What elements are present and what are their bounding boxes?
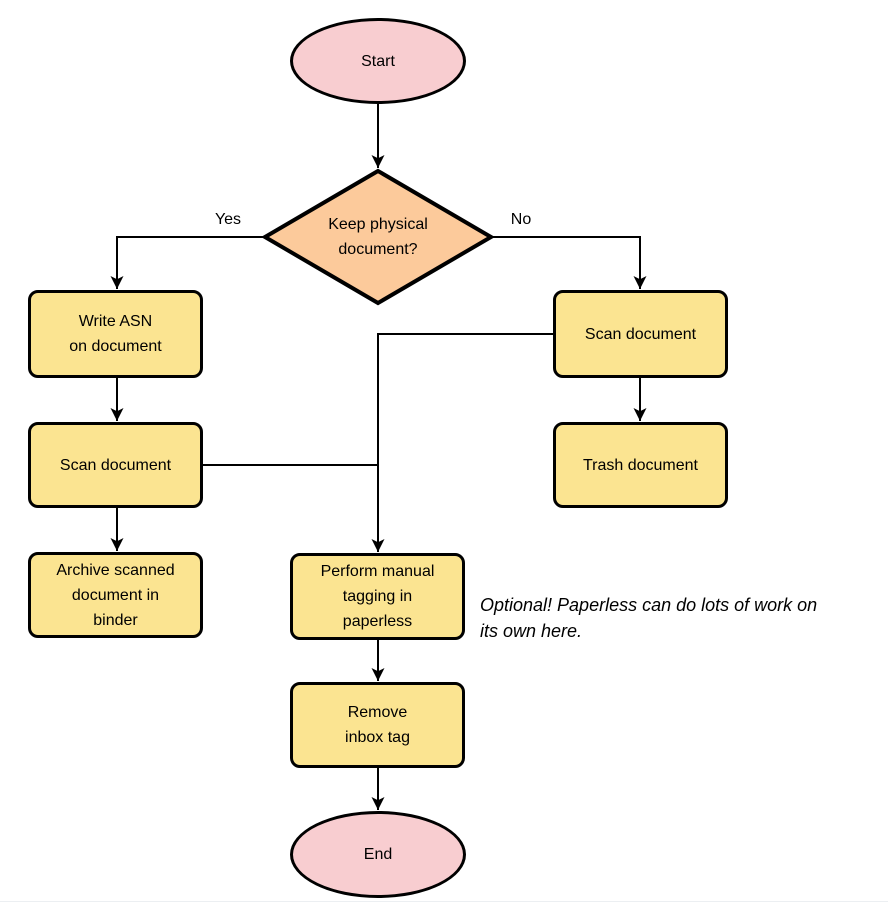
decision-line-2: document? (338, 241, 418, 258)
node-scan-right-label: Scan document (584, 325, 697, 343)
node-end: End (290, 811, 466, 898)
write-asn-line-1: Write ASN (78, 313, 153, 330)
node-start-label: Start (361, 52, 395, 70)
node-tagging: Perform manual tagging in paperless (290, 553, 465, 640)
decision-line-1: Keep physical (328, 216, 428, 233)
node-decision-label: Keep physical document? (278, 204, 478, 270)
edge-label-no: No (510, 211, 532, 228)
tagging-line-3: paperless (342, 613, 413, 630)
node-trash: Trash document (553, 422, 728, 508)
node-write-asn-label: Write ASN on document (69, 309, 162, 359)
node-trash-label: Trash document (582, 456, 698, 474)
page-bottom-divider (0, 901, 888, 902)
write-asn-line-2: on document (69, 338, 162, 355)
node-remove-inbox: Remove inbox tag (290, 682, 465, 768)
node-tagging-label: Perform manual tagging in paperless (321, 559, 435, 634)
annotation-line-1: Optional! Paperless can do lots of work … (480, 595, 818, 615)
node-start: Start (290, 18, 466, 104)
node-scan-right: Scan document (553, 290, 728, 378)
edge-decision-no-to-scan-right (491, 236, 647, 289)
decision-diamond-shape (261, 168, 495, 306)
node-archive-label: Archive scanned document in binder (56, 558, 174, 633)
annotation-optional: Optional! Paperless can do lots of work … (480, 592, 817, 644)
edge-label-yes: Yes (214, 211, 242, 228)
archive-line-3: binder (93, 611, 138, 629)
tagging-line-2: tagging in (342, 588, 413, 605)
node-remove-inbox-label: Remove inbox tag (345, 700, 410, 750)
node-archive: Archive scanned document in binder (28, 552, 203, 638)
remove-inbox-line-1: Remove (347, 704, 408, 721)
node-write-asn: Write ASN on document (28, 290, 203, 378)
edge-scan-right-to-tagging (371, 333, 553, 552)
remove-inbox-line-2: inbox tag (345, 729, 410, 746)
archive-line-1: Archive scanned (56, 561, 175, 579)
tagging-line-1: Perform manual (320, 563, 435, 580)
node-end-label: End (363, 846, 393, 863)
node-scan-left-label: Scan document (59, 456, 172, 474)
node-scan-left: Scan document (28, 422, 203, 508)
edge-decision-yes-to-write-asn (110, 236, 265, 289)
annotation-line-2: its own here. (480, 621, 583, 641)
archive-line-2: document in (71, 586, 160, 604)
